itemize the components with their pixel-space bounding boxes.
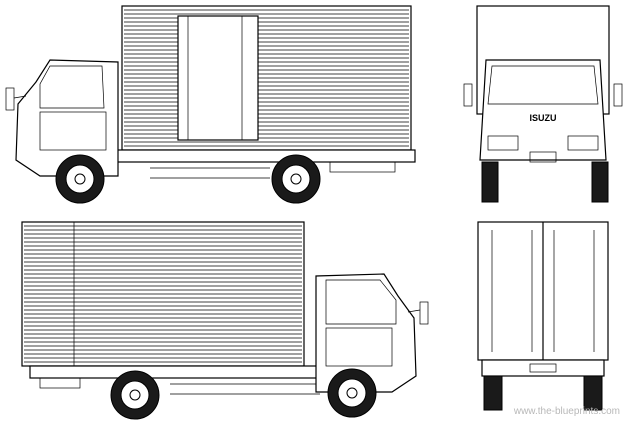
side-door bbox=[177, 15, 259, 141]
cab-window bbox=[39, 65, 105, 109]
rear-view bbox=[477, 221, 609, 411]
front-view: ISUZU bbox=[463, 5, 623, 203]
front-wheel bbox=[55, 154, 105, 204]
mirror-right bbox=[613, 83, 623, 107]
chassis-frame bbox=[29, 365, 331, 395]
cab-left bbox=[5, 59, 119, 177]
rear-wheel bbox=[110, 370, 160, 420]
brand-badge: ISUZU bbox=[530, 113, 557, 123]
rear-wheel bbox=[271, 154, 321, 204]
cab-window bbox=[325, 279, 397, 325]
mirror bbox=[5, 87, 15, 111]
watermark: www.the-blueprints.com bbox=[513, 406, 620, 417]
side-view-right bbox=[21, 221, 429, 420]
cargo-box bbox=[21, 221, 305, 367]
chassis-frame bbox=[109, 149, 416, 179]
rear-bumper bbox=[481, 359, 605, 377]
mirror-left bbox=[463, 83, 473, 107]
side-view-left bbox=[5, 5, 416, 204]
cargo-box bbox=[121, 5, 412, 151]
mirror bbox=[419, 301, 429, 325]
windshield bbox=[487, 65, 599, 105]
front-wheel bbox=[327, 368, 377, 418]
cab-right bbox=[315, 273, 429, 393]
cab-front bbox=[479, 59, 607, 161]
